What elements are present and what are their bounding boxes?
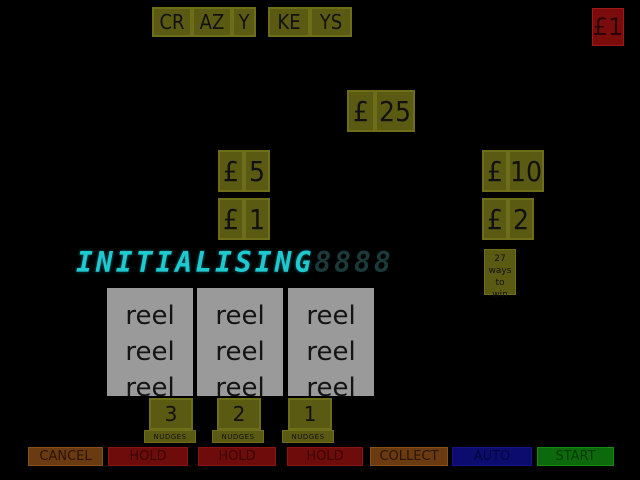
title-tile-az: AZ: [192, 7, 232, 37]
nudge-count-3: 1: [288, 398, 332, 430]
nudge-count-2: 2: [217, 398, 261, 430]
start-button[interactable]: START: [537, 447, 614, 466]
hold-button-3[interactable]: HOLD: [287, 447, 363, 466]
hold-button-2[interactable]: HOLD: [198, 447, 276, 466]
reel-2-symbol: reel: [215, 337, 265, 367]
ways-to-win-badge: 27 ways to win: [484, 249, 516, 300]
prize-2-value: 2: [508, 198, 534, 240]
reel-3: reel reel reel: [288, 288, 374, 396]
ways-line-3: win: [492, 290, 508, 300]
credit-display: £1: [592, 8, 624, 46]
reel-1-symbol: reel: [125, 337, 175, 367]
prize-1-value: 1: [244, 198, 270, 240]
reel-1-symbol: reel: [125, 301, 175, 331]
title-tile-ke: KE: [268, 7, 310, 37]
status-text: INITIALISING: [76, 246, 315, 279]
prize-25-currency: £: [347, 90, 375, 132]
reel-3-symbol: reel: [306, 373, 356, 396]
prize-5-currency: £: [218, 150, 244, 192]
prize-1-currency: £: [218, 198, 244, 240]
status-message: INITIALISING8888: [76, 246, 394, 279]
ways-line-1: 27 ways: [488, 254, 512, 276]
prize-10-value: 10: [508, 150, 544, 192]
nudge-count-1: 3: [149, 398, 193, 430]
nudge-label-3: NUDGES: [282, 430, 334, 443]
reel-2-symbol: reel: [215, 301, 265, 331]
reel-2: reel reel reel: [197, 288, 283, 396]
prize-5-value: 5: [244, 150, 270, 192]
reel-3-symbol: reel: [306, 301, 356, 331]
nudge-label-1: NUDGES: [144, 430, 196, 443]
collect-button[interactable]: COLLECT: [370, 447, 448, 466]
status-trail: 8888: [314, 246, 394, 279]
nudge-label-2: NUDGES: [212, 430, 264, 443]
reel-1: reel reel reel: [107, 288, 193, 396]
prize-25-value: 25: [375, 90, 415, 132]
cancel-button[interactable]: CANCEL: [28, 447, 103, 466]
title-tile-cr: CR: [152, 7, 192, 37]
title-tile-ys: YS: [310, 7, 352, 37]
reel-3-symbol: reel: [306, 337, 356, 367]
reel-2-symbol: reel: [215, 373, 265, 396]
title-tile-y: Y: [232, 7, 256, 37]
prize-10-currency: £: [482, 150, 508, 192]
auto-button[interactable]: AUTO: [452, 447, 532, 466]
reel-1-symbol: reel: [125, 373, 175, 396]
ways-line-2: to: [495, 278, 505, 288]
hold-button-1[interactable]: HOLD: [108, 447, 188, 466]
prize-2-currency: £: [482, 198, 508, 240]
